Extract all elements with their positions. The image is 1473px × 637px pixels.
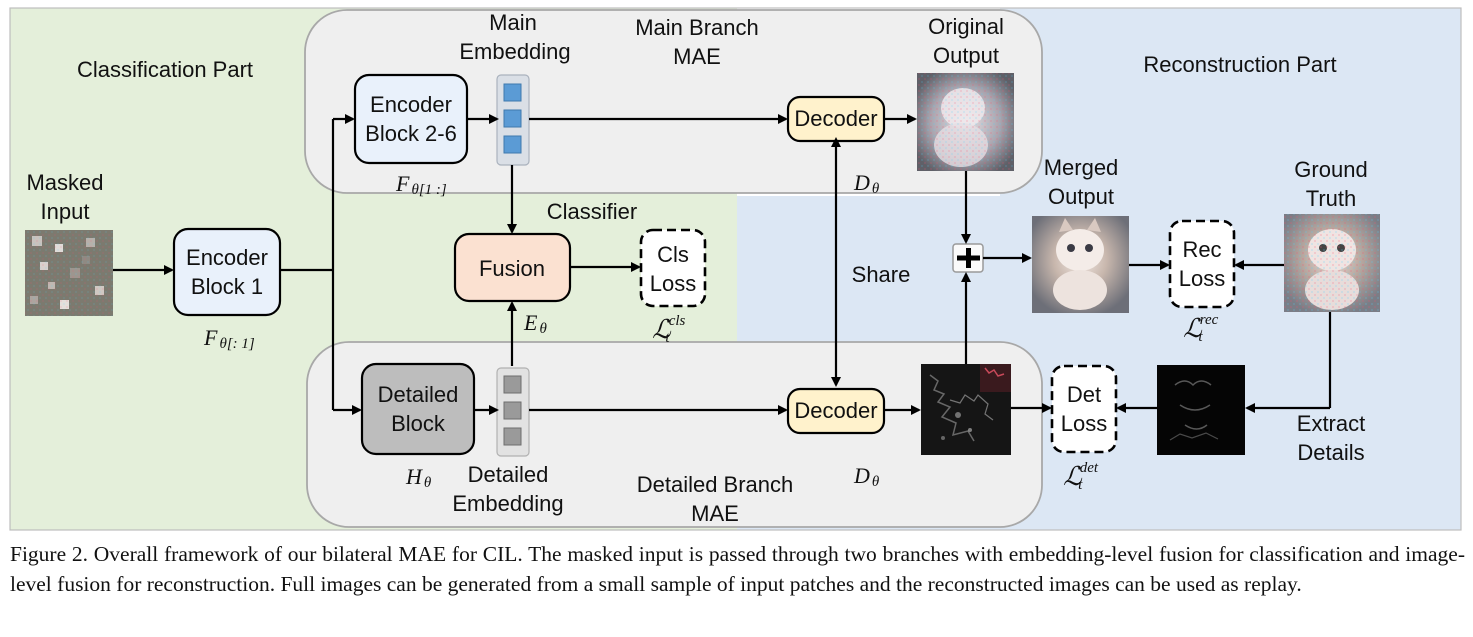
masked-input-label-line2: Input [41, 199, 90, 224]
merged-output-image [1032, 216, 1129, 313]
encoder-block-2-6 [353, 73, 469, 165]
merged-output-label-line1: Merged [1044, 155, 1119, 180]
det-loss-box [1050, 364, 1118, 454]
cls-loss-line2: Loss [650, 271, 696, 296]
reconstruction-region-top [1000, 8, 1461, 196]
connectors [113, 114, 1332, 415]
detailed-branch-title-line2: MAE [691, 501, 739, 526]
detailed-block-line2: Block [391, 411, 446, 436]
detailed-block-line1: Detailed [378, 382, 459, 407]
merged-output-label-line2: Output [1048, 184, 1114, 209]
detailed-branch-title-line1: Detailed Branch [637, 472, 794, 497]
encoder-block-2-6-line1: Encoder [370, 92, 452, 117]
det-loss-line2: Loss [1061, 411, 1107, 436]
rec-loss-line2: Loss [1179, 266, 1225, 291]
detailed-embedding-tokens [496, 367, 530, 457]
encoder-block-1-line1: Encoder [186, 245, 268, 270]
extract-details-label-line2: Details [1297, 440, 1364, 465]
detailed-embedding-label-line2: Embedding [452, 491, 563, 516]
decoder-bottom-label: Decoder [794, 398, 877, 423]
masked-input-label-line1: Masked [26, 170, 103, 195]
encoder-block-1 [172, 227, 282, 317]
extract-details-label-line1: Extract [1297, 411, 1365, 436]
ground-truth-label-line2: Truth [1306, 186, 1357, 211]
detailed-embedding-label-line1: Detailed [468, 462, 549, 487]
masked-input-image [25, 230, 113, 316]
main-embedding-label-line2: Embedding [459, 39, 570, 64]
det-loss-line1: Det [1067, 382, 1101, 407]
cls-loss-line1: Cls [657, 242, 689, 267]
original-output-image [917, 73, 1014, 171]
rec-loss-box [1168, 219, 1236, 309]
figure-caption: Figure 2. Overall framework of our bilat… [10, 542, 1465, 596]
main-branch-container [304, 9, 1043, 194]
main-branch-title-line1: Main Branch [635, 15, 759, 40]
cls-loss-box [639, 228, 707, 308]
classification-part-title: Classification Part [77, 57, 253, 82]
original-output-label-line2: Output [933, 43, 999, 68]
reconstruction-part-title: Reconstruction Part [1143, 52, 1336, 77]
main-branch-title-line2: MAE [673, 44, 721, 69]
main-embedding-tokens [496, 74, 530, 166]
ground-truth-image [1284, 214, 1380, 312]
encoder-block-1-line2: Block 1 [191, 274, 263, 299]
fusion-label: Fusion [479, 256, 545, 281]
extracted-details-image [1157, 365, 1245, 455]
main-embedding-label-line1: Main [489, 10, 537, 35]
encoder-block-2-6-line2: Block 2-6 [365, 121, 457, 146]
original-output-label-line1: Original [928, 14, 1004, 39]
framework-diagram: Classification Part Reconstruction Part … [9, 7, 1462, 531]
merge-plus-icon [952, 243, 984, 273]
detailed-output-image [921, 364, 1011, 455]
classifier-label: Classifier [547, 199, 637, 224]
rec-loss-line1: Rec [1182, 237, 1221, 262]
share-label: Share [852, 262, 911, 287]
decoder-top-label: Decoder [794, 106, 877, 131]
detailed-block [360, 362, 476, 456]
ground-truth-label-line1: Ground [1294, 157, 1367, 182]
